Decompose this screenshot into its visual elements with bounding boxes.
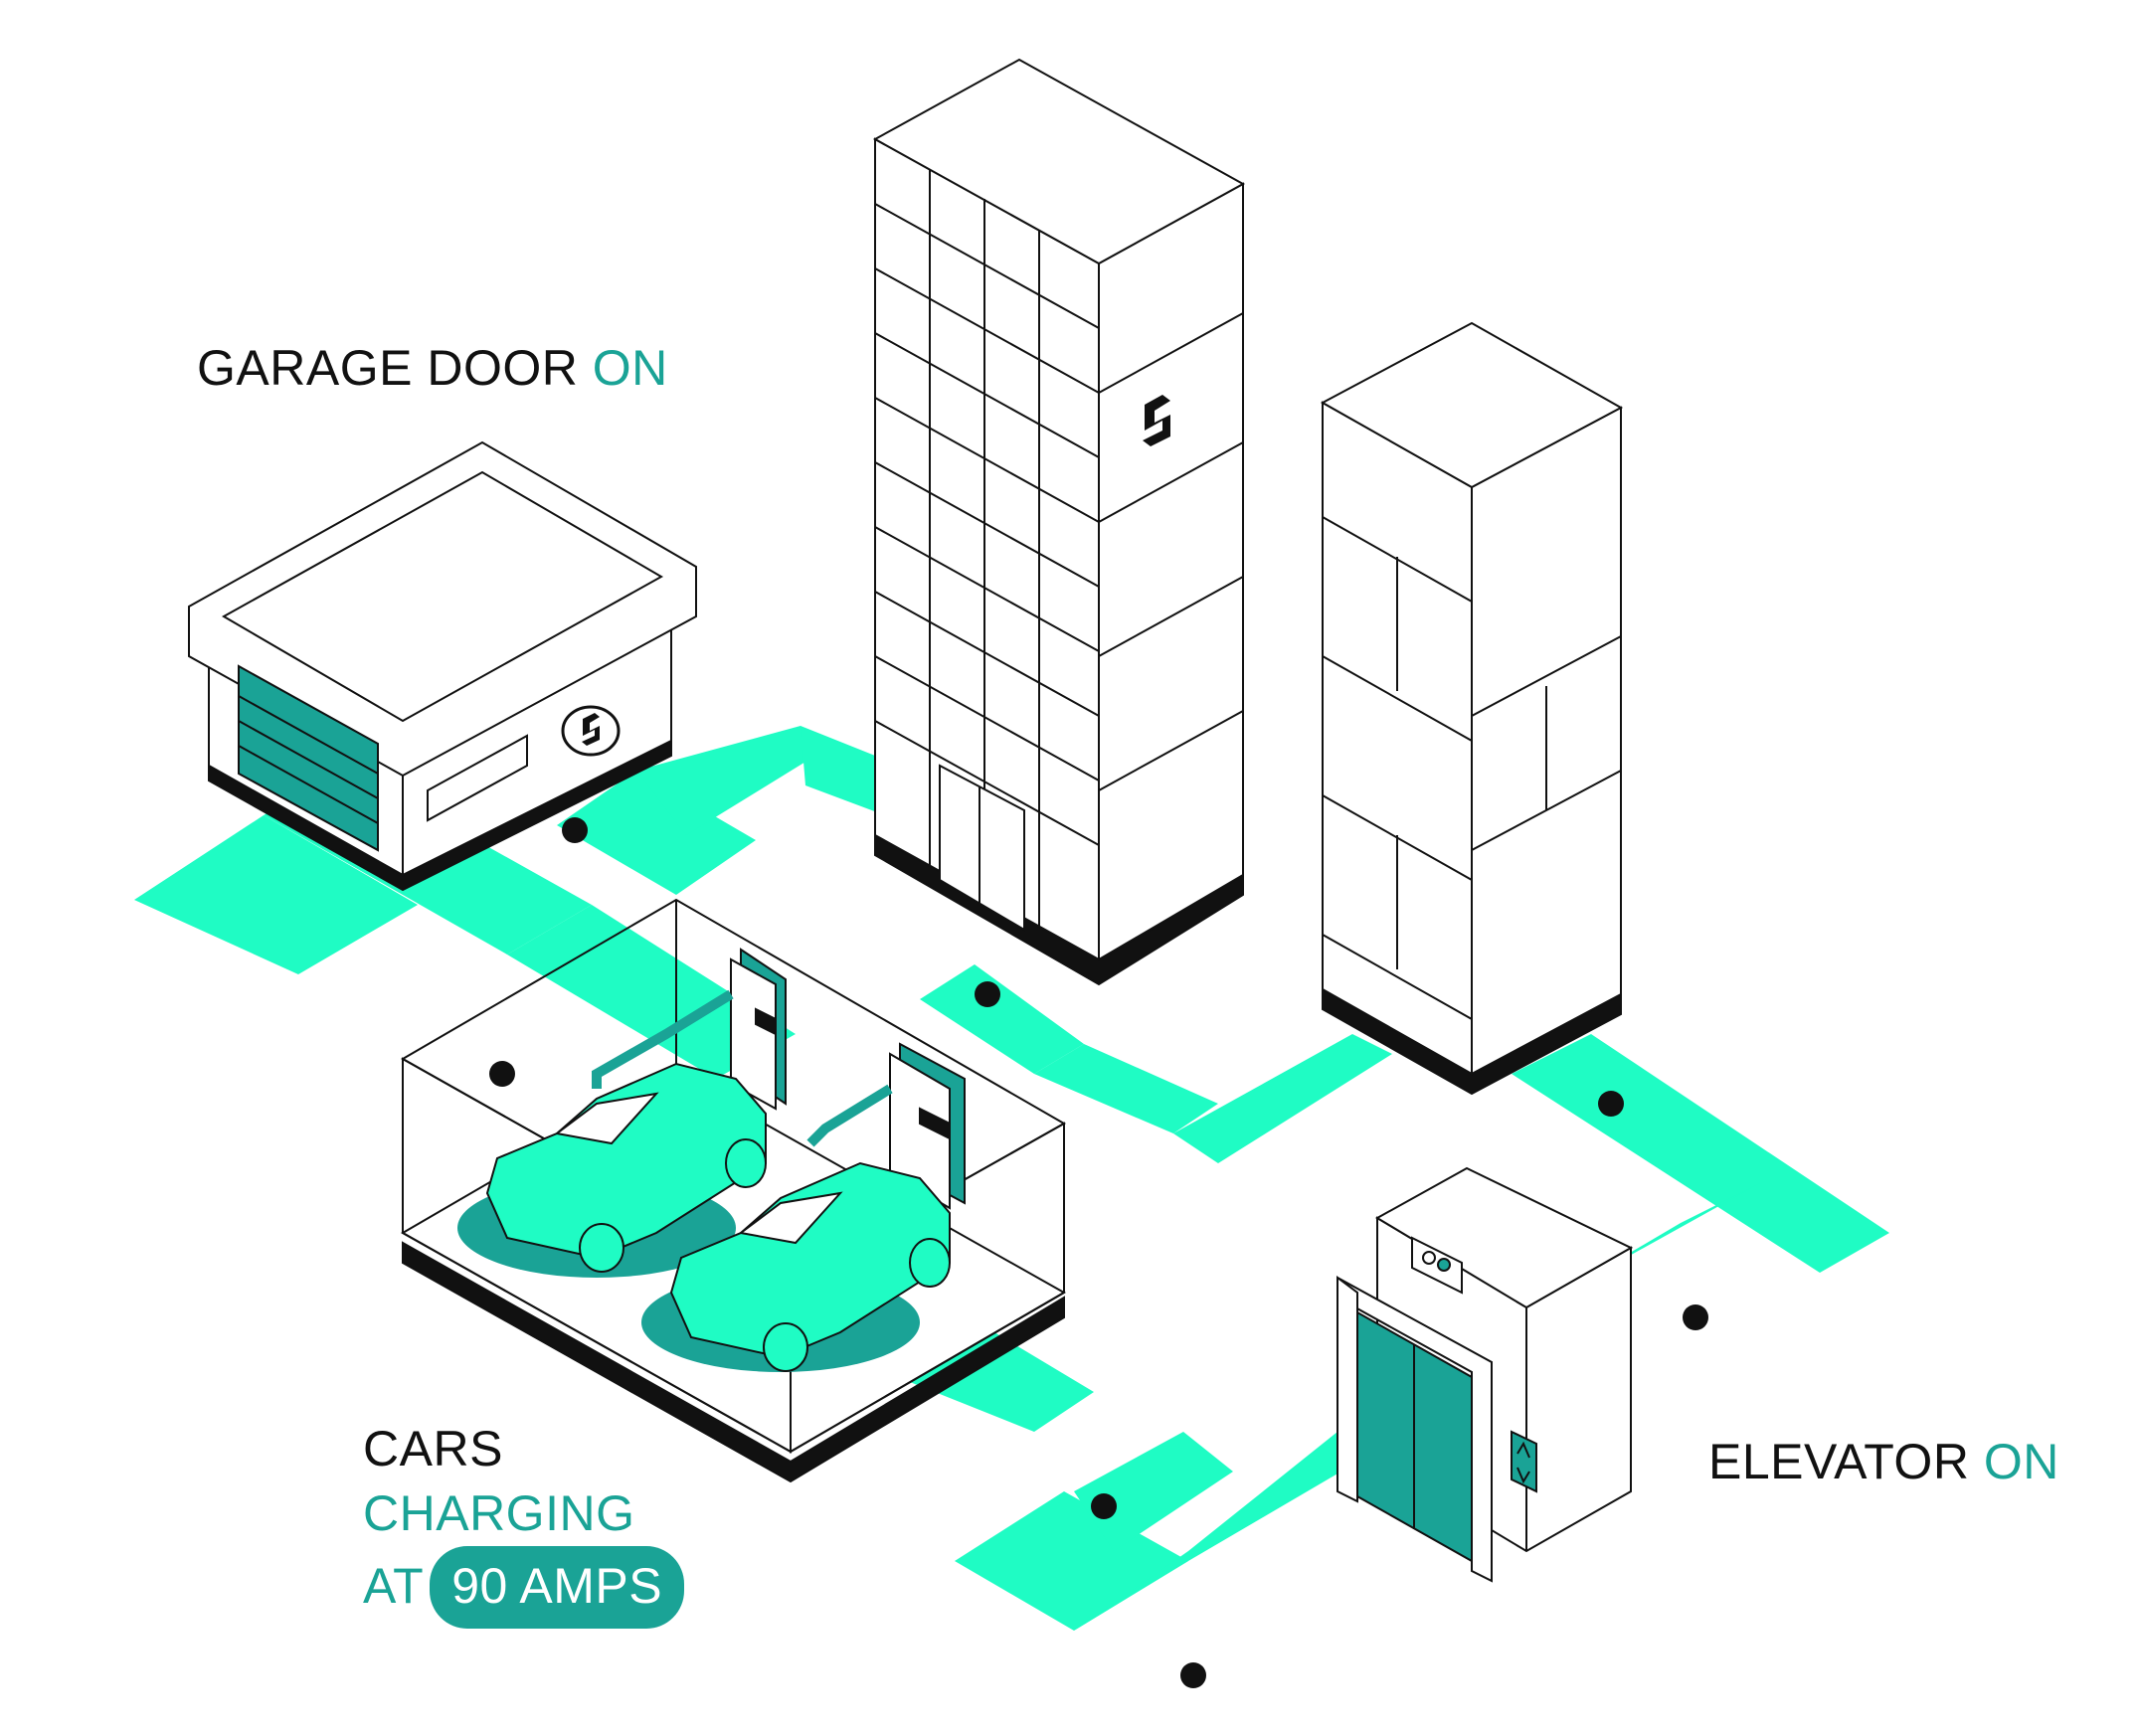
tower-window-grid	[874, 169, 1244, 927]
elevator-title: ELEVATOR	[1708, 1434, 1970, 1489]
elevator-status: ON	[1983, 1434, 2059, 1489]
tower-logo-icon	[1143, 395, 1170, 446]
apartment-tower	[1320, 321, 1624, 1096]
connection-node-icon	[489, 817, 1708, 1688]
garage-door-title: GARAGE DOOR	[197, 340, 579, 396]
garage-building	[188, 440, 697, 892]
tower-top-face	[872, 58, 1246, 265]
office-tower	[872, 58, 1246, 986]
cars-prefix: AT	[363, 1558, 425, 1614]
cars-amps-badge: 90 AMPS	[430, 1546, 685, 1629]
garage-door-status: ON	[592, 340, 668, 396]
elevator-arrows-icon	[1511, 1430, 1537, 1493]
elevator-indicator-panel	[1411, 1236, 1463, 1295]
garage-window	[427, 734, 528, 822]
elevator-label: ELEVATOR ON	[1708, 1437, 2059, 1486]
cars-title: CARS	[363, 1421, 503, 1476]
parking-garage	[400, 898, 1067, 1483]
garage-door-label: GARAGE DOOR ON	[197, 343, 668, 393]
elevator-shaft	[1336, 1166, 1634, 1583]
garage-logo-icon	[561, 705, 621, 757]
tower-right-face	[1098, 182, 1244, 961]
cars-status: CHARGING	[363, 1485, 635, 1541]
tower-entrance	[939, 764, 1025, 932]
